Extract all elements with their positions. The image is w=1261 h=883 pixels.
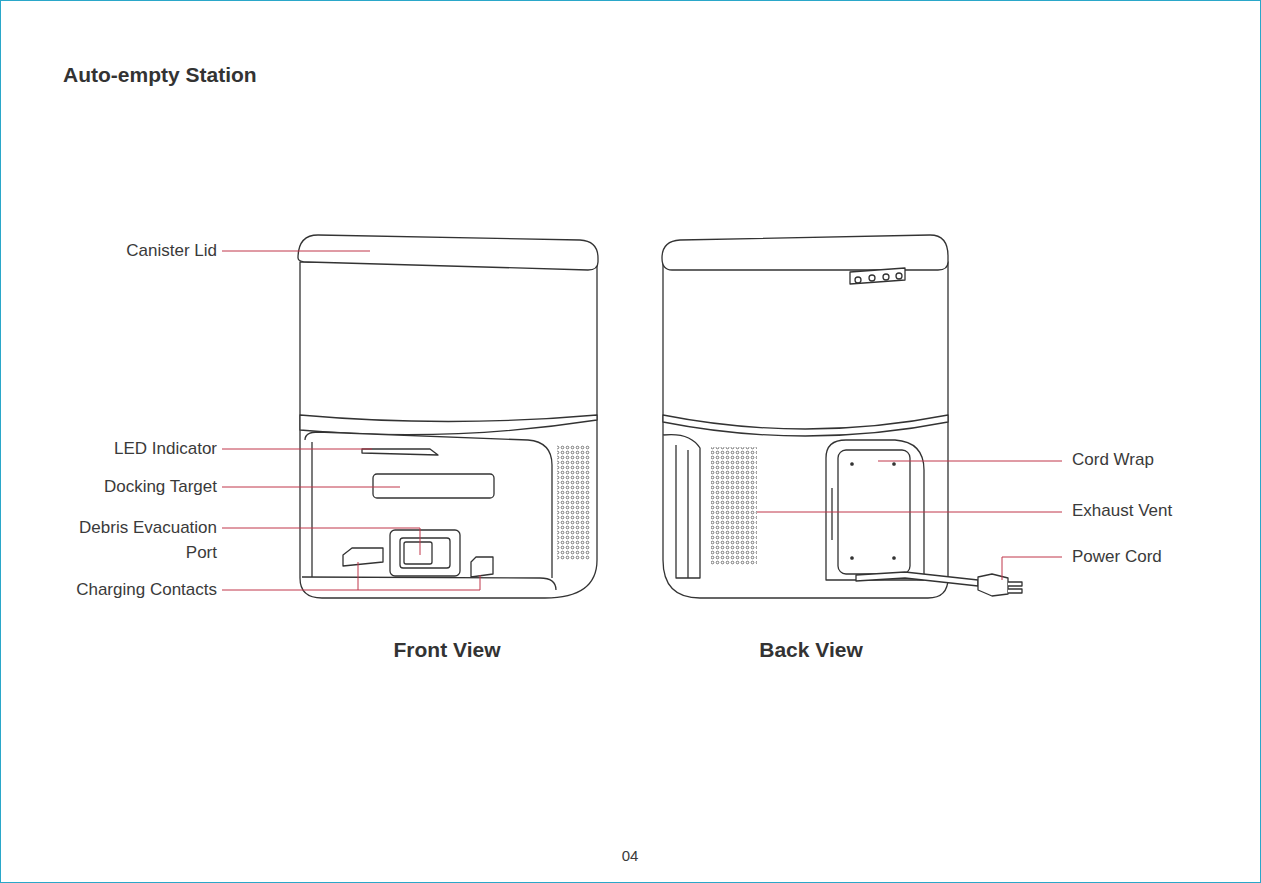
page-number: 04 <box>622 847 639 864</box>
leader-lines <box>222 251 1062 590</box>
page-title: Auto-empty Station <box>63 63 257 87</box>
view-caption: Front View <box>394 638 501 662</box>
part-label: Cord Wrap <box>1072 450 1154 470</box>
part-label: Docking Target <box>104 477 217 497</box>
part-label: Debris Evacuation Port <box>52 515 217 565</box>
part-label: Canister Lid <box>126 241 217 261</box>
part-label: Charging Contacts <box>76 580 217 600</box>
part-label: Power Cord <box>1072 547 1162 567</box>
part-label: LED Indicator <box>114 439 217 459</box>
view-caption: Back View <box>759 638 863 662</box>
part-label: Exhaust Vent <box>1072 501 1172 521</box>
